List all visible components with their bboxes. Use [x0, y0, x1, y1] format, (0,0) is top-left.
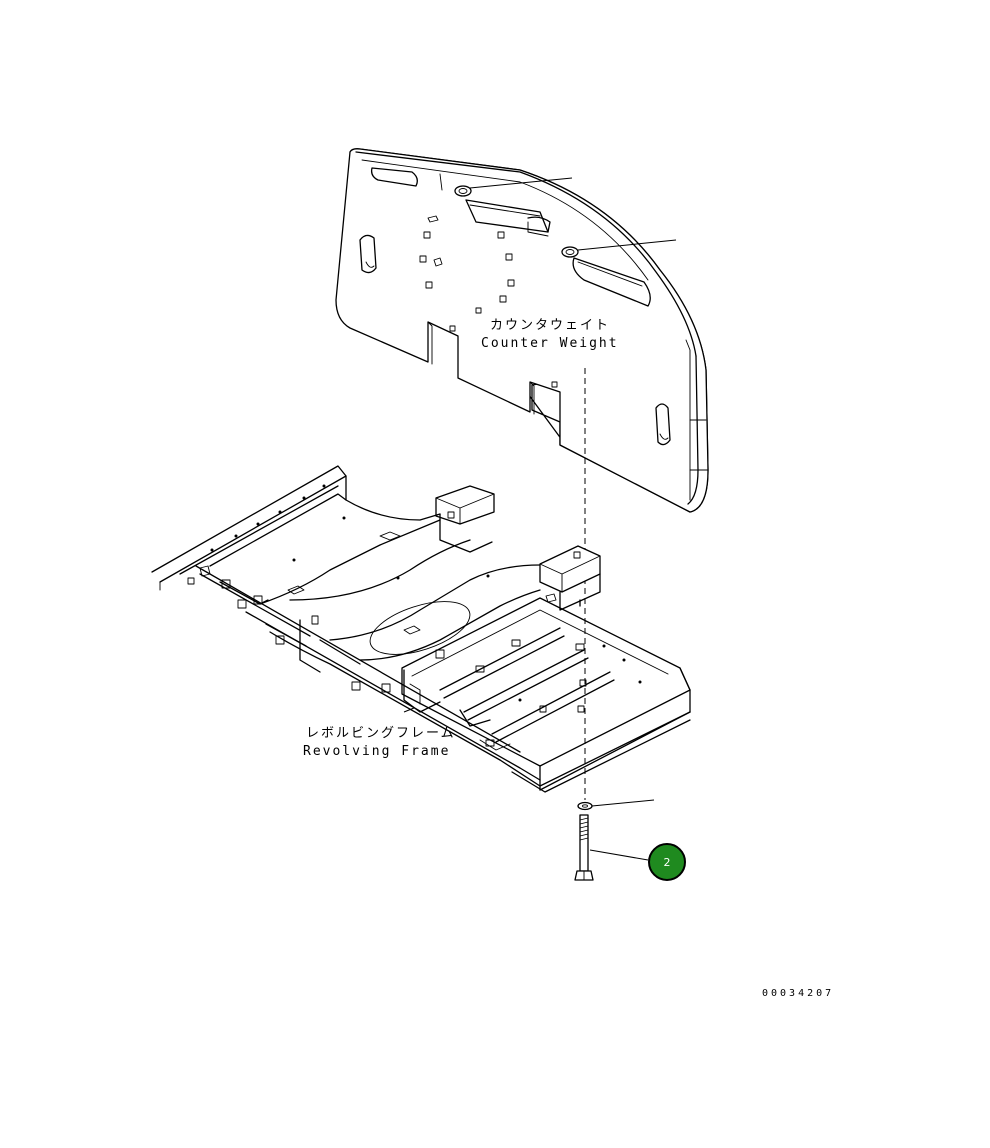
- revolving-frame: [151, 465, 691, 793]
- counterweight-label-jp: カウンタウェイト: [490, 318, 611, 333]
- drawing-code: 00034207: [762, 988, 835, 999]
- counterweight-label-en: Counter Weight: [481, 336, 619, 351]
- leader-line-bolt: [589, 849, 649, 861]
- frame-label-en: Revolving Frame: [303, 744, 451, 759]
- counterweight: [335, 148, 709, 513]
- leader-line-washer: [591, 799, 655, 807]
- frame-label-jp: レボルビングフレーム: [306, 726, 456, 741]
- part-callout-balloon-2[interactable]: 2: [648, 843, 686, 881]
- washer: [577, 801, 593, 811]
- bolt: [574, 814, 594, 881]
- leader-line-hole-2: [577, 239, 677, 251]
- leader-line-hole-1: [469, 177, 573, 189]
